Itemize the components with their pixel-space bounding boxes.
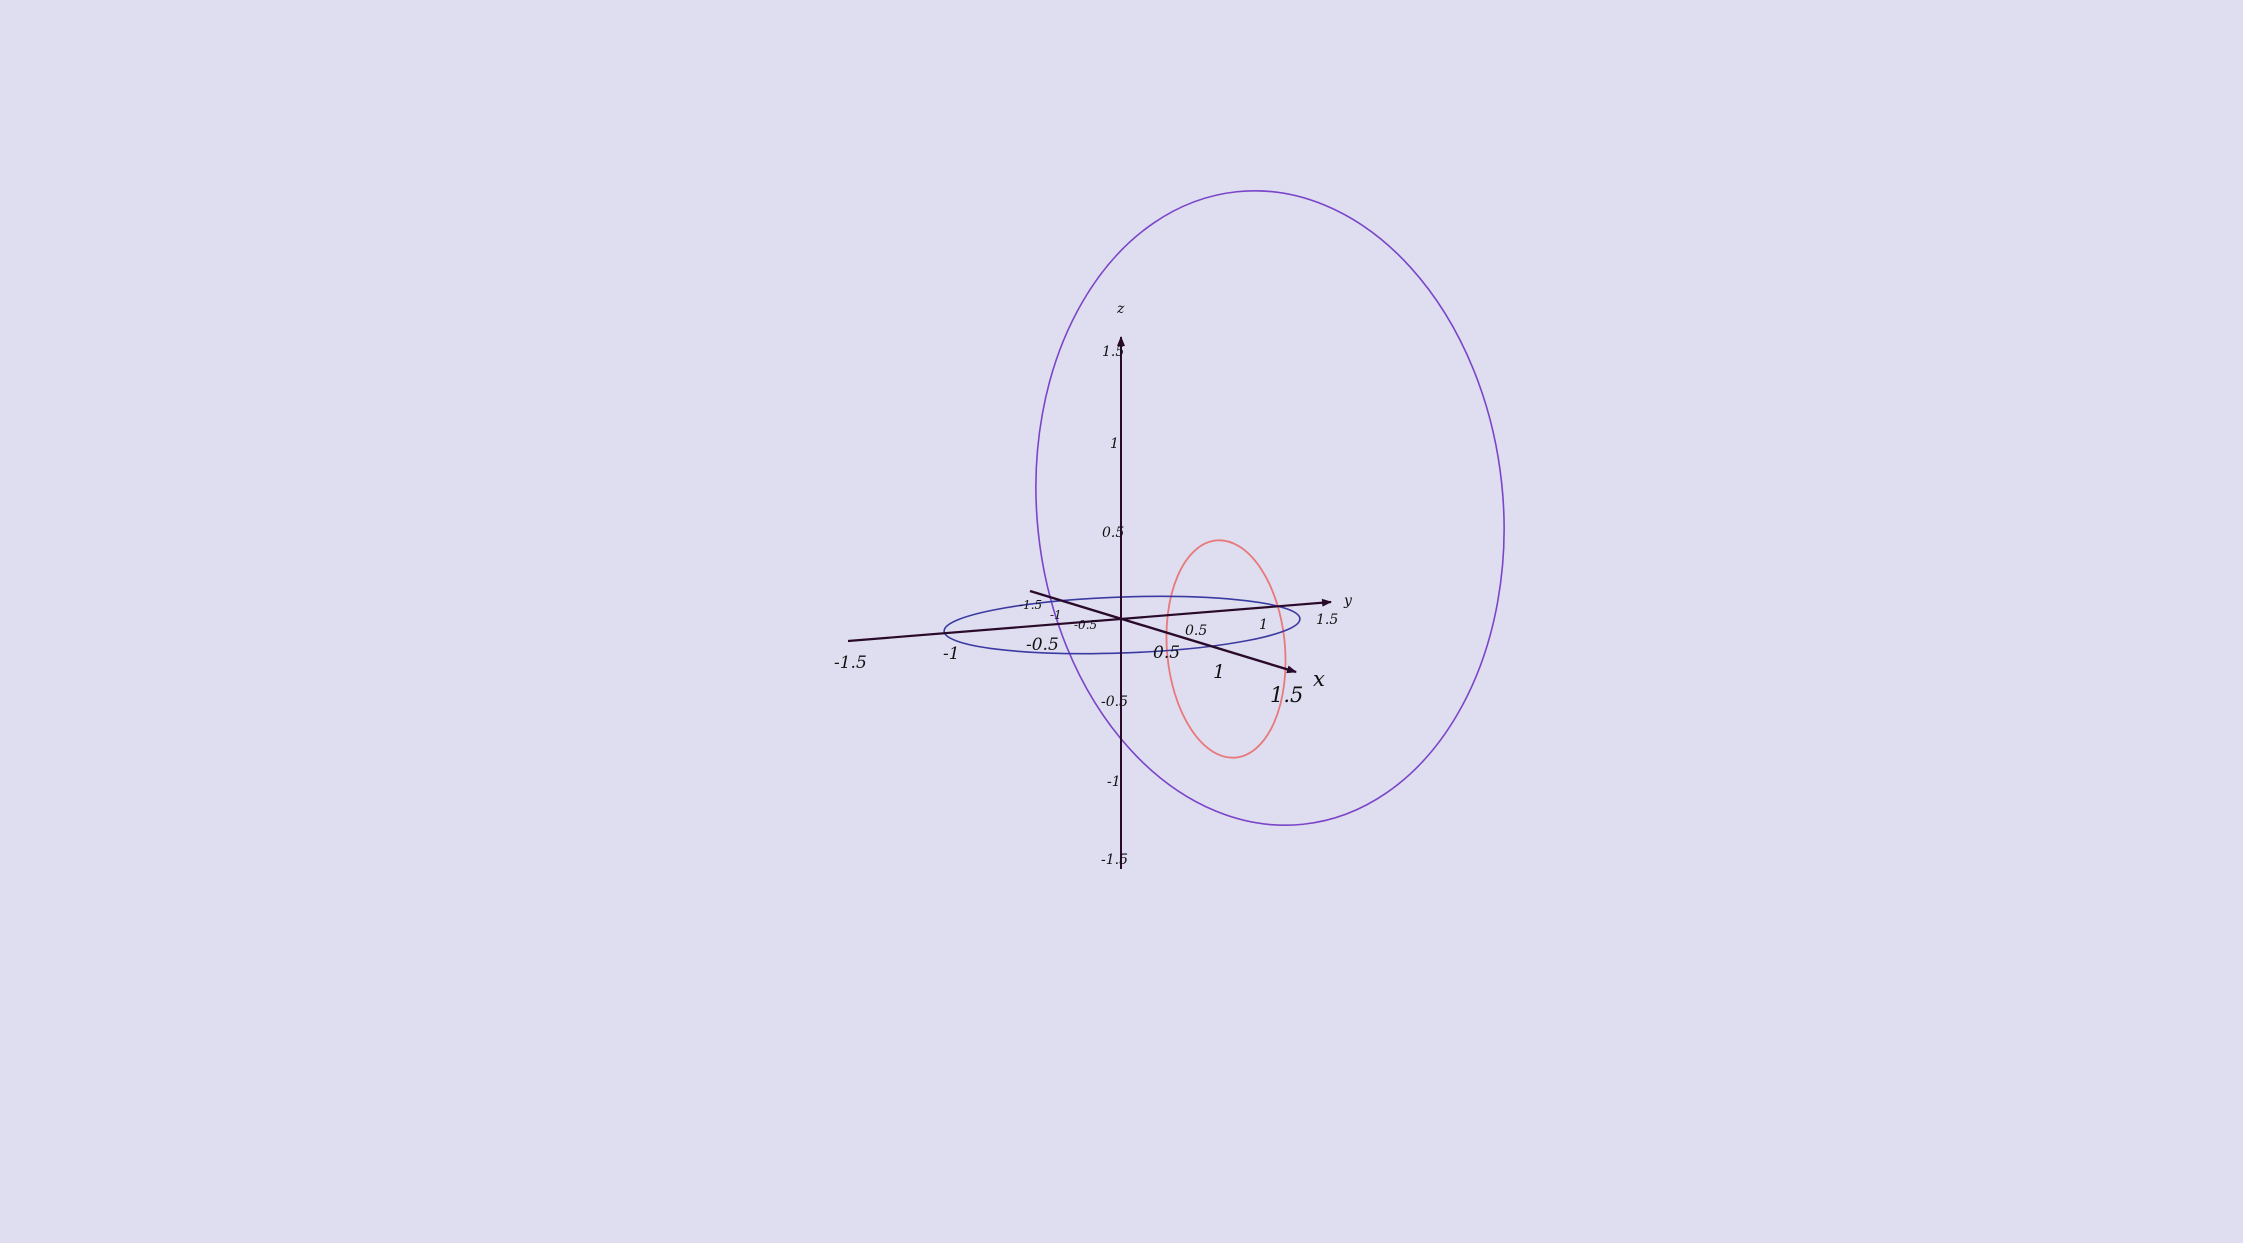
z-tick-label: -1.5 xyxy=(1101,852,1128,868)
y-tick-label: 1 xyxy=(1259,617,1268,633)
x-tick-label: 1 xyxy=(1213,661,1225,683)
x-tick-label: -1.5 xyxy=(834,653,867,673)
y-tick-label: -0.5 xyxy=(1074,618,1097,632)
z-tick-label: 0.5 xyxy=(1102,525,1124,541)
x-tick-label: 1.5 xyxy=(1270,683,1303,707)
z-axis-label: z xyxy=(1116,301,1125,317)
small-red-circle xyxy=(1165,539,1287,759)
x-axis-label: x xyxy=(1313,667,1325,691)
large-purple-circle xyxy=(1035,190,1505,826)
x-tick-label: -0.5 xyxy=(1026,635,1059,655)
y-tick-label: 0.5 xyxy=(1185,623,1207,639)
y-axis-line xyxy=(847,598,1332,643)
x-tick-label: -1 xyxy=(943,644,960,664)
z-tick-label: 1.5 xyxy=(1102,344,1124,360)
z-tick-label: -0.5 xyxy=(1101,694,1128,710)
y-axis-label: y xyxy=(1343,593,1353,609)
x-tick-label: 0.5 xyxy=(1153,643,1180,663)
y-tick-label: 1.5 xyxy=(1316,612,1338,628)
y-tick-label: -1.5 xyxy=(1019,598,1042,612)
z-tick-label: 1 xyxy=(1110,436,1119,452)
z-tick-label: -1 xyxy=(1107,774,1121,790)
y-tick-label: -1 xyxy=(1050,608,1062,622)
x-axis-line xyxy=(1029,589,1297,674)
